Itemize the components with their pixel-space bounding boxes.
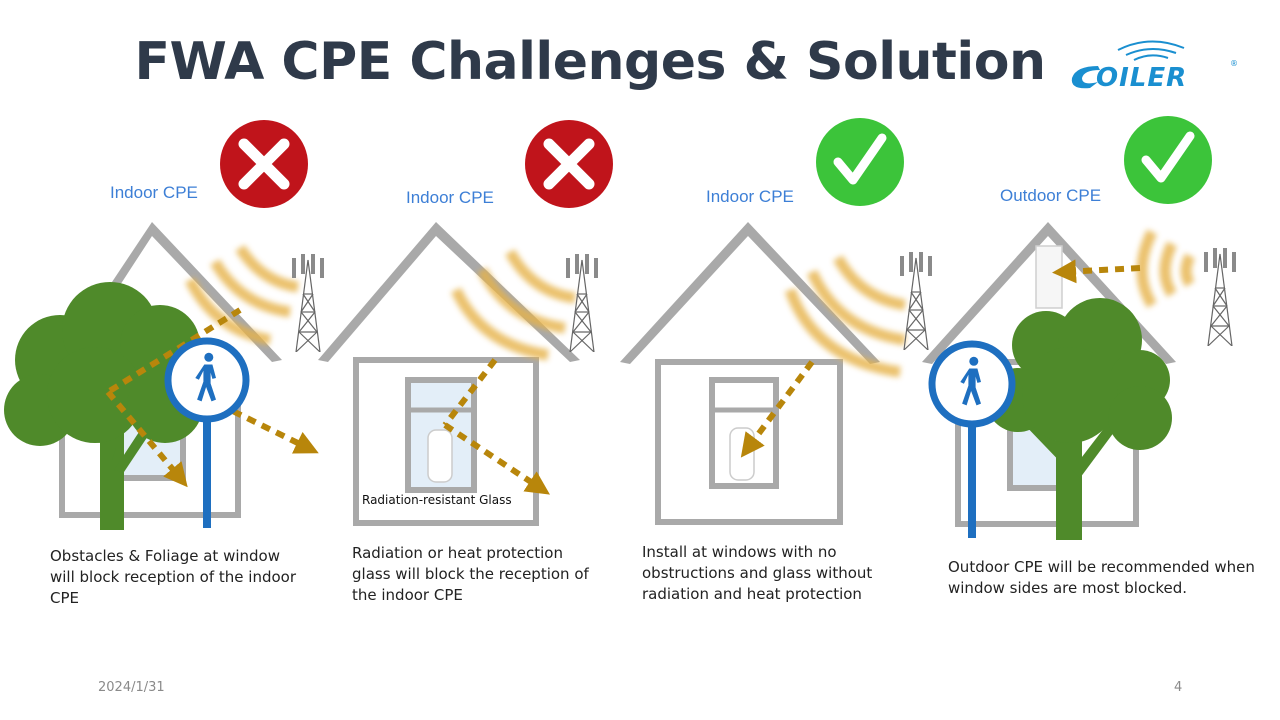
house-2-body	[353, 357, 539, 526]
outdoor-cpe	[1035, 245, 1063, 309]
tree-4	[986, 298, 1172, 540]
cell-tower-4	[1203, 247, 1237, 346]
check-icon-4	[1124, 116, 1212, 204]
pedestrian-sign-1	[164, 337, 250, 528]
panel-1-illustration	[4, 120, 325, 530]
cross-icon-1	[220, 120, 308, 208]
panel-3-description: Install at windows with no obstructions …	[642, 543, 873, 603]
slide-date: 2024/1/31	[98, 680, 165, 695]
panel-2-label: Indoor CPE	[406, 188, 494, 207]
coiler-logo: OILER ®	[1071, 40, 1238, 92]
panel-4-illustration	[922, 116, 1237, 540]
signal-path-4	[1052, 259, 1141, 284]
signal-waves-4	[1136, 229, 1196, 308]
svg-text:®: ®	[1230, 59, 1238, 68]
house-1-roof	[60, 222, 282, 362]
panel-1-description: Obstacles & Foliage at window will block…	[50, 547, 296, 607]
cell-tower-2	[565, 253, 599, 352]
indoor-cpe-3	[729, 427, 755, 481]
svg-text:OILER: OILER	[1096, 63, 1187, 92]
check-icon-3	[816, 118, 904, 206]
pedestrian-sign-4	[928, 340, 1016, 538]
house-3-body	[655, 359, 843, 525]
panel-2-description: Radiation or heat protection glass will …	[352, 544, 589, 604]
indoor-cpe-2	[427, 429, 453, 483]
house-3-roof	[620, 222, 880, 364]
panel-4-label: Outdoor CPE	[1000, 186, 1102, 205]
signal-waves-3	[784, 255, 906, 378]
tree-1	[4, 282, 203, 530]
slide-title: FWA CPE Challenges & Solution	[134, 32, 1046, 92]
cell-tower-1	[291, 253, 325, 352]
panel-1-label: Indoor CPE	[110, 183, 198, 202]
panel-3-illustration	[620, 118, 933, 525]
slide-page-number: 4	[1174, 680, 1183, 695]
signal-waves-2	[451, 249, 576, 361]
signal-path-2	[442, 358, 551, 495]
panel-3-label: Indoor CPE	[706, 187, 794, 206]
panel-4-description: Outdoor CPE will be recommended when win…	[948, 558, 1255, 597]
panel-2-illustration	[318, 120, 613, 526]
glass-note: Radiation-resistant Glass	[362, 493, 512, 507]
signal-path-3	[740, 360, 815, 458]
cross-icon-2	[525, 120, 613, 208]
